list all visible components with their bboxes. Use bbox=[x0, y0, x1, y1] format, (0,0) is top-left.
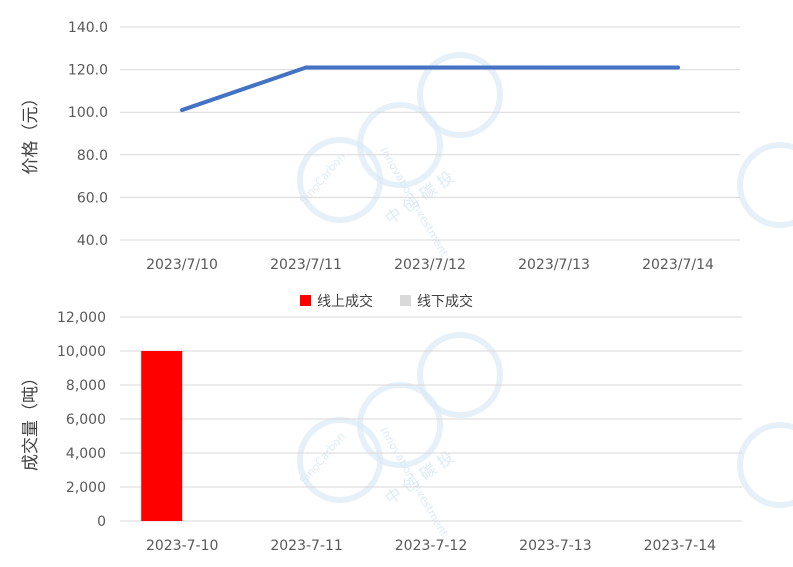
x-tick-label: 2023-7-11 bbox=[270, 538, 342, 554]
price-series-line bbox=[181, 65, 678, 112]
y-tick-label: 2,000 bbox=[66, 480, 106, 496]
y-tick-label: 8,000 bbox=[66, 378, 106, 394]
price-point bbox=[304, 65, 308, 70]
y-tick-label: 10,000 bbox=[57, 344, 106, 360]
x-tick-label: 2023-7-10 bbox=[146, 538, 218, 554]
y-tick-label: 140.0 bbox=[68, 20, 108, 36]
y-tick-label: 80.0 bbox=[77, 148, 108, 164]
x-tick-label: 2023/7/13 bbox=[518, 257, 590, 273]
price-axis-title: 价格（元） bbox=[21, 90, 41, 175]
price-point bbox=[180, 108, 184, 113]
x-tick-label: 2023/7/14 bbox=[642, 257, 714, 273]
y-tick-label: 60.0 bbox=[77, 190, 108, 206]
price-point bbox=[552, 65, 556, 70]
legend-swatch-online bbox=[300, 295, 311, 306]
volume-bar bbox=[141, 351, 183, 521]
x-tick-label: 2023/7/11 bbox=[270, 257, 342, 273]
x-tick-label: 2023-7-13 bbox=[519, 538, 591, 554]
y-tick-label: 6,000 bbox=[66, 412, 106, 428]
y-tick-label: 4,000 bbox=[66, 446, 106, 462]
price-point bbox=[428, 65, 432, 70]
y-tick-label: 120.0 bbox=[68, 63, 108, 79]
volume-bar-chart: 0 2,000 4,000 6,000 8,000 10,000 12,000 2023-7… bbox=[21, 293, 742, 554]
price-line-chart: 40.0 60.0 80.0 100.0 120.0 140.0 2023/7/10 202… bbox=[21, 20, 740, 273]
legend-swatch-offline bbox=[400, 295, 411, 306]
y-tick-label: 0 bbox=[97, 514, 106, 530]
legend-label-offline: 线下成交 bbox=[417, 293, 473, 310]
y-tick-label: 100.0 bbox=[68, 105, 108, 121]
y-tick-label: 40.0 bbox=[77, 233, 108, 249]
x-tick-label: 2023/7/12 bbox=[394, 257, 466, 273]
volume-axis-title: 成交量（吨） bbox=[21, 369, 41, 471]
legend: 线上成交 线下成交 bbox=[300, 293, 473, 310]
legend-label-online: 线上成交 bbox=[317, 293, 373, 310]
price-point bbox=[676, 65, 680, 70]
x-tick-label: 2023/7/10 bbox=[146, 257, 218, 273]
y-tick-label: 12,000 bbox=[57, 310, 106, 326]
x-tick-label: 2023-7-12 bbox=[395, 538, 467, 554]
x-tick-label: 2023-7-14 bbox=[644, 538, 717, 554]
